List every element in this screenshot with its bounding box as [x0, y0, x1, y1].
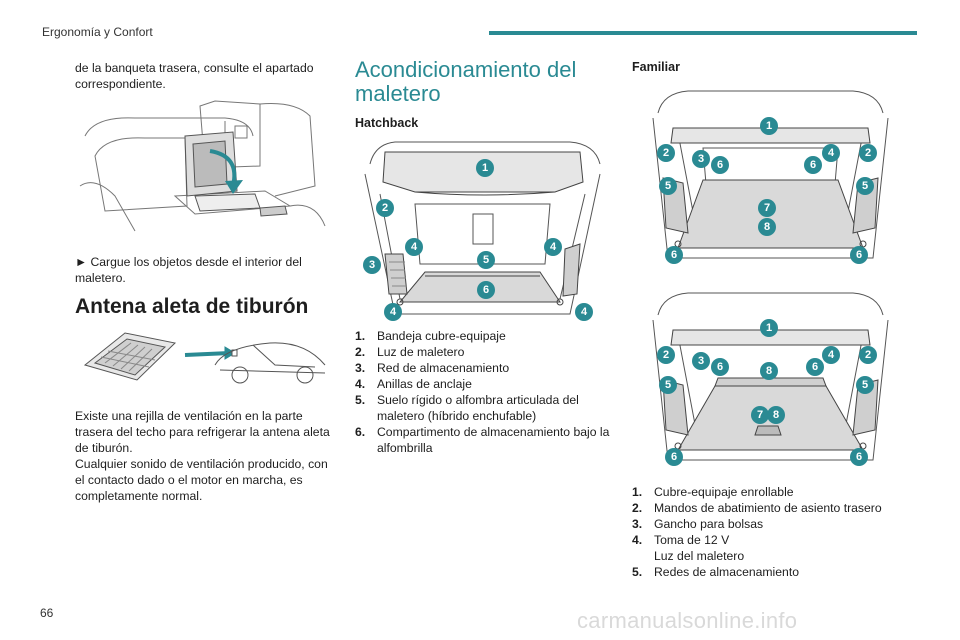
list-item: 4.Toma de 12 V — [632, 533, 730, 547]
list-item: 4.Anillas de anclaje — [355, 377, 472, 391]
section-title: Ergonomía y Confort — [42, 25, 153, 39]
estate-top-callout-4: 4 — [822, 144, 840, 162]
list-item: 3.Gancho para bolsas — [632, 517, 764, 531]
list-item: 2.Mandos de abatimiento de asiento trase… — [632, 501, 882, 515]
load-step-text: ► Cargue los objetos desde el interior d… — [75, 255, 302, 285]
estate-boot-illustration-top — [652, 90, 889, 259]
list-item: 2.Luz de maletero — [355, 345, 465, 359]
estate-bottom-callout-7: 7 — [751, 406, 769, 424]
estate-top-callout-6: 6 — [665, 246, 683, 264]
estate-bottom-callout-2: 2 — [859, 346, 877, 364]
estate-bottom-callout-5: 5 — [659, 376, 677, 394]
list-item: 5.Redes de almacenamiento — [632, 565, 799, 579]
estate-top-callout-5: 5 — [856, 177, 874, 195]
page-number: 66 — [40, 606, 54, 620]
hatchback-callout-4: 4 — [575, 303, 593, 321]
estate-bottom-callout-6: 6 — [806, 358, 824, 376]
estate-bottom-callout-6: 6 — [665, 448, 683, 466]
shark-fin-antenna-illustration — [83, 332, 326, 384]
estate-bottom-callout-6: 6 — [711, 358, 729, 376]
list-item: Luz del maletero — [654, 549, 745, 563]
list-item: 5.Suelo rígido o alfombra articulada del… — [355, 393, 579, 423]
list-item: 3.Red de almacenamiento — [355, 361, 510, 375]
estate-subheading: Familiar — [632, 60, 680, 74]
estate-top-callout-7: 7 — [758, 199, 776, 217]
hatchback-callout-2: 2 — [376, 199, 394, 217]
list-item: 6.Compartimento de almacenamiento bajo l… — [355, 425, 610, 455]
hatchback-callout-4: 4 — [405, 238, 423, 256]
list-item: 1.Bandeja cubre-equipaje — [355, 329, 506, 343]
hatchback-legend-list: 1.Bandeja cubre-equipaje 2.Luz de malete… — [355, 328, 610, 456]
estate-top-callout-5: 5 — [659, 177, 677, 195]
antenna-text-1: Existe una rejilla de ventilación en la … — [75, 409, 330, 455]
estate-top-callout-3: 3 — [692, 150, 710, 168]
intro-text: de la banqueta trasera, consulte el apar… — [75, 61, 314, 91]
estate-top-callout-6: 6 — [711, 156, 729, 174]
antenna-text-2: Cualquier sonido de ventilación producid… — [75, 457, 328, 503]
hatchback-callout-4: 4 — [544, 238, 562, 256]
hatchback-callout-4: 4 — [384, 303, 402, 321]
estate-top-callout-6: 6 — [804, 156, 822, 174]
estate-top-callout-8: 8 — [758, 218, 776, 236]
hatchback-callout-6: 6 — [477, 281, 495, 299]
list-item: 1.Cubre-equipaje enrollable — [632, 485, 794, 499]
hatchback-callout-3: 3 — [363, 256, 381, 274]
rear-seat-illustration — [79, 100, 326, 232]
estate-legend-list: 1.Cubre-equipaje enrollable 2.Mandos de … — [632, 484, 902, 580]
watermark: carmanualsonline.info — [577, 608, 798, 633]
estate-bottom-callout-1: 1 — [760, 319, 778, 337]
estate-bottom-callout-5: 5 — [856, 376, 874, 394]
estate-bottom-callout-2: 2 — [657, 346, 675, 364]
antenna-heading: Antena aleta de tiburón — [75, 295, 309, 318]
hatchback-callout-1: 1 — [476, 159, 494, 177]
boot-fittings-heading: Acondicionamiento del maletero — [355, 57, 577, 106]
estate-top-callout-6: 6 — [850, 246, 868, 264]
header-accent-bar — [489, 31, 917, 35]
estate-bottom-callout-8: 8 — [760, 362, 778, 380]
estate-bottom-callout-6: 6 — [850, 448, 868, 466]
estate-top-callout-1: 1 — [760, 117, 778, 135]
hatchback-subheading: Hatchback — [355, 116, 419, 130]
estate-bottom-callout-8: 8 — [767, 406, 785, 424]
estate-top-callout-2: 2 — [657, 144, 675, 162]
estate-boot-illustration-bottom — [652, 292, 889, 461]
estate-bottom-callout-3: 3 — [692, 352, 710, 370]
estate-top-callout-2: 2 — [859, 144, 877, 162]
estate-bottom-callout-4: 4 — [822, 346, 840, 364]
hatchback-callout-5: 5 — [477, 251, 495, 269]
